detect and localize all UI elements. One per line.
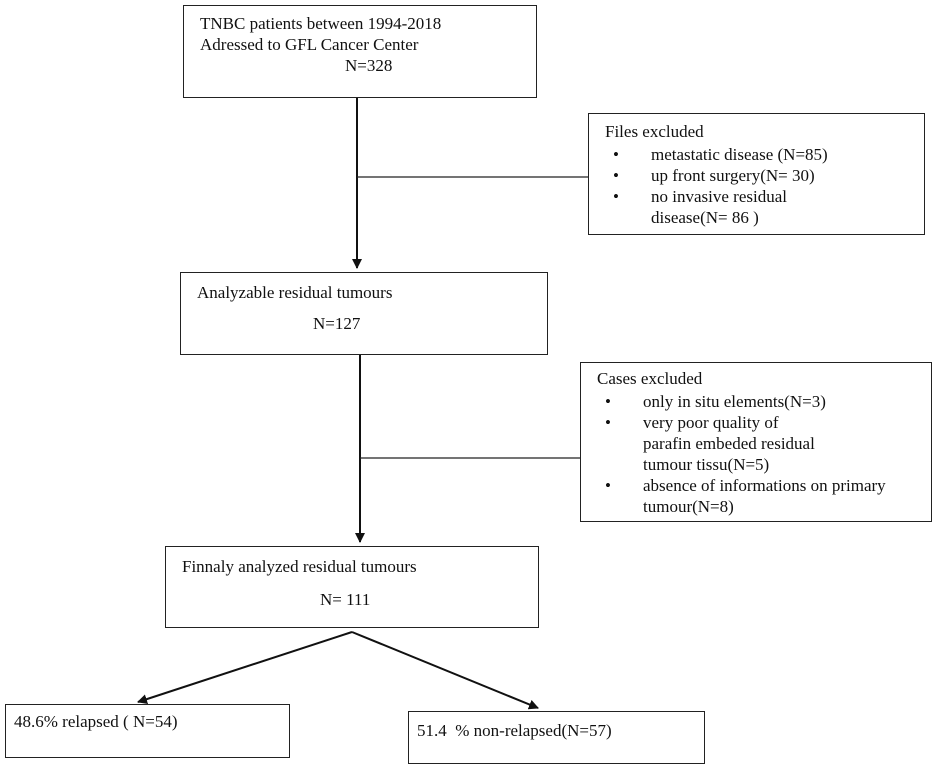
cases-excluded-title: Cases excluded (597, 369, 703, 388)
relapsed-box: 48.6% relapsed ( N=54) (5, 704, 290, 758)
analyzable-title: Analyzable residual tumours (197, 283, 393, 302)
arrow-final-to-non-relapsed (351, 631, 539, 710)
files-excluded-item: metastatic disease (N=85) (589, 144, 924, 165)
cases-excluded-box: Cases excluded only in situ elements(N=3… (580, 362, 932, 522)
patients-box: TNBC patients between 1994-2018 Adressed… (183, 5, 537, 98)
non-relapsed-label: 51.4 % non-relapsed(N=57) (417, 721, 612, 740)
analyzable-box: Analyzable residual tumours N=127 (180, 272, 548, 355)
cases-excluded-list: only in situ elements(N=3) very poor qua… (581, 391, 931, 517)
files-excluded-item: no invasive residual disease(N= 86 ) (589, 186, 801, 228)
files-excluded-title: Files excluded (605, 122, 704, 141)
files-excluded-list: metastatic disease (N=85) up front surge… (589, 144, 924, 228)
files-excluded-item: up front surgery(N= 30) (589, 165, 924, 186)
non-relapsed-box: 51.4 % non-relapsed(N=57) (408, 711, 705, 764)
patients-line-1: TNBC patients between 1994-2018 (200, 14, 442, 33)
cases-excluded-item: very poor quality of parafin embeded res… (581, 412, 823, 475)
files-excluded-box: Files excluded metastatic disease (N=85)… (588, 113, 925, 235)
analyzable-count: N=127 (313, 314, 361, 333)
patients-line-2: Adressed to GFL Cancer Center (200, 35, 419, 54)
arrow-final-to-relapsed (137, 631, 353, 704)
cases-excluded-item: absence of informations on primary tumou… (581, 475, 903, 517)
final-title: Finnaly analyzed residual tumours (182, 557, 417, 576)
cases-excluded-item: only in situ elements(N=3) (581, 391, 931, 412)
relapsed-label: 48.6% relapsed ( N=54) (14, 712, 178, 731)
final-box: Finnaly analyzed residual tumours N= 111 (165, 546, 539, 628)
patients-count: N=328 (345, 56, 393, 75)
final-count: N= 111 (320, 590, 371, 609)
